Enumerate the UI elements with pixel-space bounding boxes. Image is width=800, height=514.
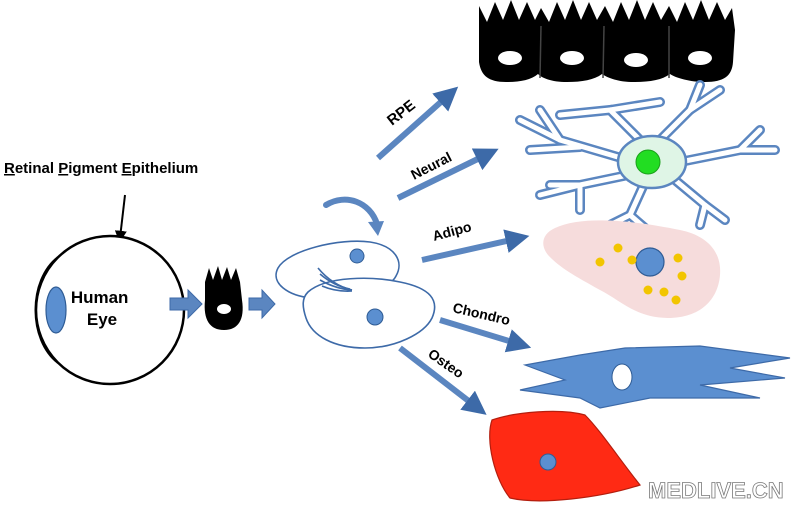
arrow-eye-to-rpe bbox=[169, 288, 203, 320]
self-renewal-arrowhead bbox=[368, 221, 384, 236]
eye-label: Human Eye bbox=[71, 288, 133, 329]
title-rest-p: igment bbox=[68, 160, 121, 177]
title-initial-e: E bbox=[122, 160, 132, 177]
watermark: MEDLIVE.CN bbox=[648, 478, 784, 503]
title-rest-r: etinal bbox=[15, 160, 58, 177]
osteocyte-cell-icon bbox=[489, 410, 642, 502]
arrow-to-adipo bbox=[421, 229, 530, 263]
label-adipo: Adipo bbox=[431, 218, 473, 244]
arrow-to-chondro bbox=[439, 317, 532, 353]
title-initial-p: P bbox=[58, 160, 68, 177]
title-rest-e: pithelium bbox=[132, 160, 199, 177]
arrow-to-rpe-layer bbox=[376, 86, 459, 161]
title-initial-r: R bbox=[4, 160, 15, 177]
adipocyte-cell-icon bbox=[543, 220, 721, 318]
neuron-cell-icon bbox=[515, 80, 780, 235]
rpe-title: Retinal Pigment Epithelium bbox=[4, 160, 198, 177]
chondrocyte-cell-icon bbox=[519, 345, 791, 409]
arrow-to-osteo bbox=[398, 345, 487, 415]
self-renewal-arrow bbox=[323, 196, 380, 227]
arrow-rpe-to-stem bbox=[248, 288, 276, 320]
eye-label-line-2: Eye bbox=[87, 310, 117, 329]
rpe-cell-layer-icon bbox=[479, 0, 735, 82]
dividing-stem-cells-icon bbox=[275, 196, 436, 349]
label-neural: Neural bbox=[408, 149, 454, 183]
eye-label-line-1: Human bbox=[71, 288, 129, 307]
title-pointer-arrow bbox=[114, 194, 127, 243]
rpe-cell-icon bbox=[204, 266, 243, 330]
arrow-to-neural bbox=[396, 148, 499, 201]
